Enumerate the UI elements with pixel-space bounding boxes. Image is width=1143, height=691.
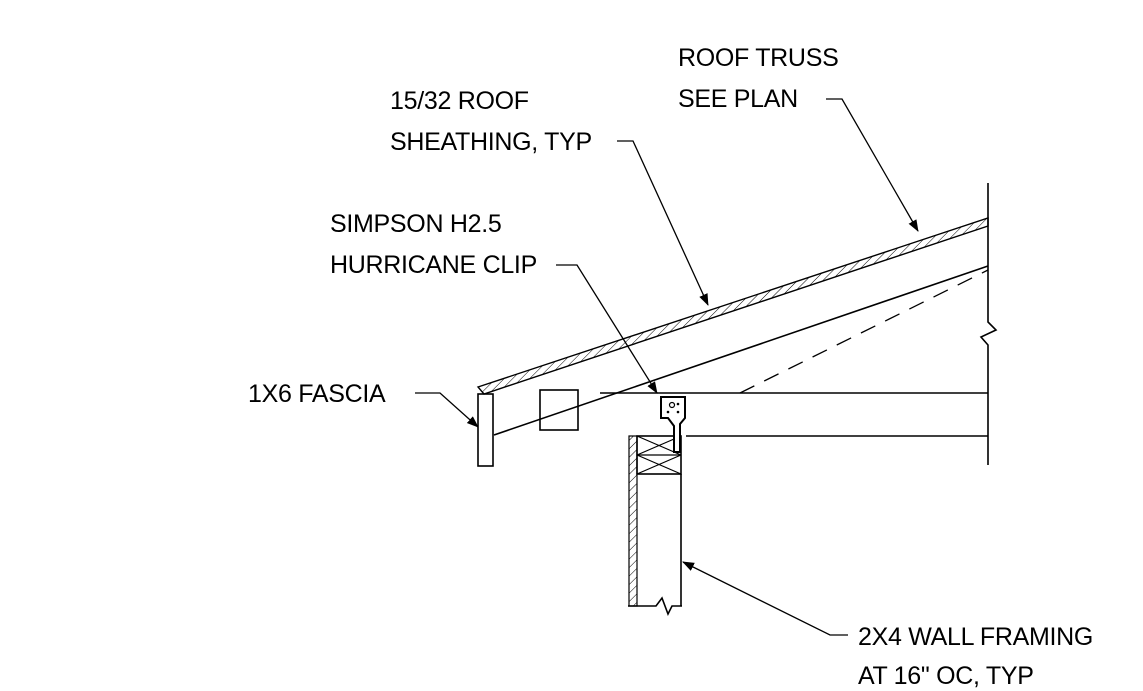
fascia-board <box>477 393 494 467</box>
roof-truss-leader <box>826 98 919 232</box>
roof-truss-label-line-2: SEE PLAN <box>678 85 798 113</box>
hurricane-clip-label: SIMPSON H2.5 HURRICANE CLIP <box>330 210 537 279</box>
wall-framing-label-line-1: 2X4 WALL FRAMING <box>858 623 1093 651</box>
truss-web-dashed <box>739 269 989 394</box>
clip-nail-hole-2 <box>666 410 670 414</box>
fascia-leader <box>415 392 479 428</box>
truss-cut-line-break <box>979 183 998 465</box>
roof-sheathing-label: 15/32 ROOF SHEATHING, TYP <box>390 87 592 156</box>
hurricane-clip-leader <box>556 264 658 394</box>
roof-sheathing-label-line-1: 15/32 ROOF <box>390 87 529 115</box>
hurricane-clip-label-line-2: HURRICANE CLIP <box>330 251 537 279</box>
wall-framing-label: 2X4 WALL FRAMING AT 16" OC, TYP <box>858 623 1100 690</box>
clip-nail-hole-4 <box>676 402 680 406</box>
roof-sheathing-leader <box>617 140 709 306</box>
clip-nail-hole-3 <box>676 410 680 414</box>
hurricane-clip-label-line-1: SIMPSON H2.5 <box>330 210 501 238</box>
wall-framing-label-line-2: AT 16" OC, TYP <box>858 662 1034 690</box>
truss-top-chord-edge <box>493 265 989 436</box>
top-plate-x-4 <box>636 454 682 475</box>
fascia-label-line-1: 1X6 FASCIA <box>248 380 386 408</box>
blocking <box>539 389 579 431</box>
roof-truss-label: ROOF TRUSS SEE PLAN <box>678 44 845 113</box>
roof-truss-label-line-1: ROOF TRUSS <box>678 44 838 72</box>
roof-sheathing <box>476 217 989 395</box>
wall-sheathing <box>628 435 638 607</box>
roof-sheathing-label-line-2: SHEATHING, TYP <box>390 128 592 156</box>
wall-framing-leader <box>682 561 848 636</box>
clip-nail-hole-1 <box>668 401 676 409</box>
fascia-label: 1X6 FASCIA <box>248 380 386 408</box>
hurricane-clip <box>660 396 686 453</box>
wall-break-line <box>628 596 682 616</box>
